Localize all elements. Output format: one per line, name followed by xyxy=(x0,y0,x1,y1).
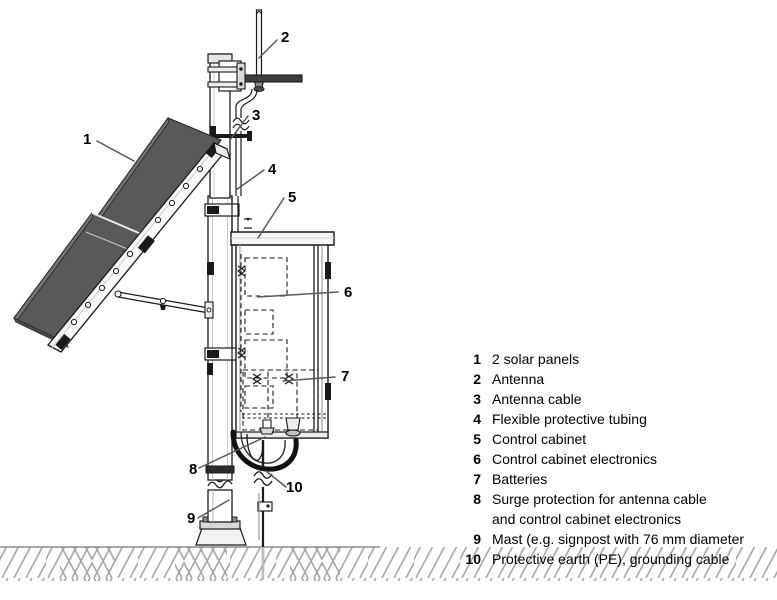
legend-label: Protective earth (PE), grounding cable xyxy=(492,551,730,567)
leader-8 xyxy=(198,436,266,469)
legend-label: Control cabinet electronics xyxy=(492,451,657,467)
legend-row-7: 7 Batteries xyxy=(455,469,775,489)
legend-row-1: 1 2 solar panels xyxy=(455,349,775,369)
legend-number: 2 xyxy=(473,371,481,387)
legend-label: Mast (e.g. signpost with 76 mm diameter xyxy=(492,531,745,547)
legend-row-8: 8 Surge protection for antenna cable xyxy=(455,489,775,509)
legend-label: and control cabinet electronics xyxy=(492,511,682,527)
leader-1 xyxy=(96,140,135,162)
callout-2: 2 xyxy=(281,29,290,46)
leader-6 xyxy=(257,291,339,298)
legend-number: 3 xyxy=(473,391,481,407)
callout-5: 5 xyxy=(288,189,297,206)
legend-label: Batteries xyxy=(492,471,548,487)
electronics-terminals xyxy=(237,265,246,359)
legend-label: 2 solar panels xyxy=(492,351,580,367)
legend-row-6: 6 Control cabinet electronics xyxy=(455,449,775,469)
callout-6: 6 xyxy=(344,284,353,301)
callout-leader-lines xyxy=(96,39,339,519)
callout-10: 10 xyxy=(286,479,303,496)
legend-row-9: 9 Mast (e.g. signpost with 76 mm diamete… xyxy=(455,529,775,549)
legend-number: 10 xyxy=(465,551,481,567)
callout-4: 4 xyxy=(268,161,277,178)
legend-label: Flexible protective tubing xyxy=(492,411,647,427)
leader-9 xyxy=(197,499,230,519)
legend-number: 8 xyxy=(473,491,481,507)
legend-row-8-continuation: and control cabinet electronics xyxy=(455,509,775,529)
legend-number: 5 xyxy=(473,431,481,447)
legend-row-4: 4 Flexible protective tubing xyxy=(455,409,775,429)
legend-label: Antenna xyxy=(492,371,545,387)
ground xyxy=(0,546,777,581)
antenna xyxy=(207,9,303,92)
legend-row-10: 10 Protective earth (PE), grounding cabl… xyxy=(455,549,775,569)
control-cabinet xyxy=(230,231,335,439)
callout-3: 3 xyxy=(252,107,261,124)
leader-4 xyxy=(235,169,265,191)
leader-7 xyxy=(282,376,336,382)
legend-number: 4 xyxy=(473,411,481,427)
legend: 1 2 solar panels 2 Antenna 3 Antenna cab… xyxy=(455,349,775,569)
legend-row-3: 3 Antenna cable xyxy=(455,389,775,409)
callout-8: 8 xyxy=(189,461,198,478)
legend-number: 7 xyxy=(473,471,481,487)
solar-panels xyxy=(13,116,231,353)
leader-2 xyxy=(258,39,278,59)
leader-3 xyxy=(229,115,249,141)
antenna-cable xyxy=(232,88,258,196)
protective-earth xyxy=(253,440,273,580)
leader-5 xyxy=(257,197,285,239)
legend-row-5: 5 Control cabinet xyxy=(455,429,775,449)
legend-label: Antenna cable xyxy=(492,391,582,407)
legend-number: 9 xyxy=(473,531,481,547)
legend-label: Control cabinet xyxy=(492,431,587,447)
callout-1: 1 xyxy=(83,131,92,148)
leader-10 xyxy=(265,470,287,488)
mast-clamps xyxy=(204,203,240,375)
legend-number: 6 xyxy=(473,451,481,467)
legend-row-2: 2 Antenna xyxy=(455,369,775,389)
legend-number: 1 xyxy=(473,351,481,367)
batteries xyxy=(242,369,326,437)
callout-9: 9 xyxy=(187,510,196,527)
legend-label: Surge protection for antenna cable xyxy=(492,491,707,507)
callout-7: 7 xyxy=(341,368,350,385)
